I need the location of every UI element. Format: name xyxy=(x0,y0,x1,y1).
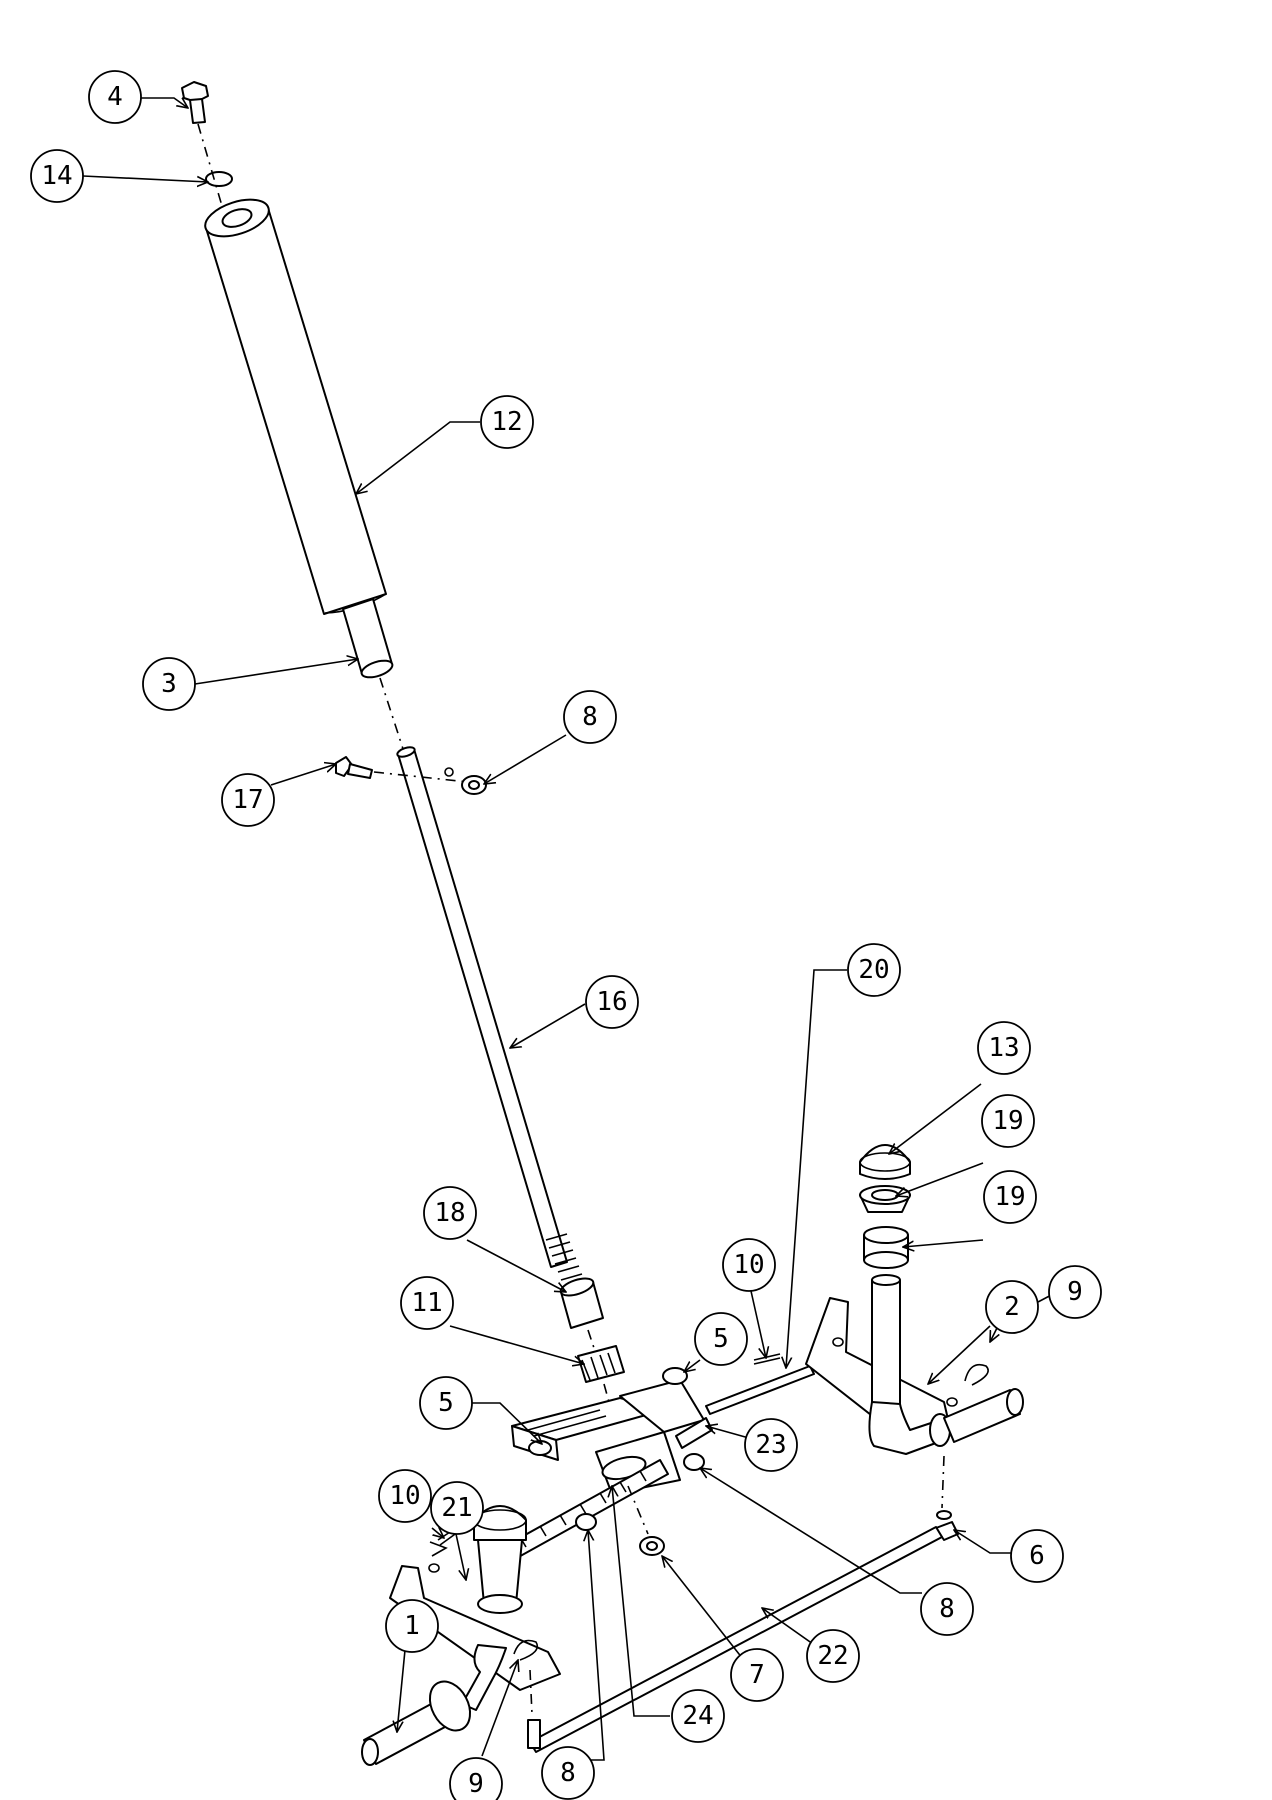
callout-17: 17 xyxy=(221,773,275,827)
bushing-part xyxy=(863,1226,909,1269)
svg-text:12: 12 xyxy=(491,407,522,437)
svg-text:10: 10 xyxy=(733,1250,764,1280)
parts-drawing xyxy=(181,81,1024,1766)
svg-text:8: 8 xyxy=(560,1758,576,1788)
svg-text:13: 13 xyxy=(988,1033,1019,1063)
callout-8: 8 xyxy=(920,1582,974,1636)
callout-5: 5 xyxy=(419,1376,473,1430)
centerline-spindle-right xyxy=(941,1455,945,1509)
svg-text:23: 23 xyxy=(755,1430,786,1460)
dust-cap-part xyxy=(859,1144,911,1180)
svg-text:11: 11 xyxy=(411,1288,442,1318)
bushing-part xyxy=(859,1185,911,1213)
shaft-stub-part xyxy=(342,598,394,679)
svg-text:10: 10 xyxy=(389,1481,420,1511)
callout-12: 12 xyxy=(480,395,534,449)
callout-23: 23 xyxy=(744,1418,798,1472)
callout-11: 11 xyxy=(400,1276,454,1330)
svg-text:19: 19 xyxy=(992,1106,1023,1136)
steering-shaft-part xyxy=(396,746,583,1281)
tie-rod-end-part xyxy=(527,1719,541,1749)
nut-part xyxy=(461,775,487,795)
svg-text:17: 17 xyxy=(232,785,263,815)
callout-8: 8 xyxy=(541,1746,595,1800)
cotter-pin-part xyxy=(753,1353,781,1365)
svg-text:2: 2 xyxy=(1004,1292,1020,1322)
centerline-top xyxy=(197,123,223,207)
callout-14: 14 xyxy=(30,149,84,203)
centerline-spindle-left xyxy=(529,1669,533,1715)
centerline-nut xyxy=(627,1485,649,1535)
centerline-pin xyxy=(373,771,469,783)
svg-text:7: 7 xyxy=(749,1660,765,1690)
callout-4: 4 xyxy=(88,70,142,124)
callout-3: 3 xyxy=(142,657,196,711)
pin-part xyxy=(335,756,373,779)
svg-text:22: 22 xyxy=(817,1641,848,1671)
callout-16: 16 xyxy=(585,975,639,1029)
callout-20: 20 xyxy=(847,943,901,997)
svg-text:5: 5 xyxy=(438,1388,454,1418)
callout-9: 9 xyxy=(449,1757,503,1800)
svg-text:14: 14 xyxy=(41,161,72,191)
svg-text:21: 21 xyxy=(441,1493,472,1523)
svg-text:5: 5 xyxy=(713,1324,729,1354)
callout-10: 10 xyxy=(722,1238,776,1292)
callout-18: 18 xyxy=(423,1186,477,1240)
callout-19: 19 xyxy=(981,1094,1035,1148)
drag-link-part xyxy=(705,1365,815,1415)
svg-text:8: 8 xyxy=(939,1594,955,1624)
svg-text:19: 19 xyxy=(994,1182,1025,1212)
svg-text:16: 16 xyxy=(596,987,627,1017)
steering-bracket-part xyxy=(511,1379,705,1495)
callout-6: 6 xyxy=(1010,1529,1064,1583)
centerline-upper xyxy=(379,677,405,753)
svg-text:1: 1 xyxy=(404,1611,420,1641)
hair-pin-part xyxy=(513,1639,539,1661)
svg-text:9: 9 xyxy=(1067,1277,1083,1307)
svg-text:3: 3 xyxy=(161,669,177,699)
callout-1: 1 xyxy=(385,1599,439,1653)
svg-text:24: 24 xyxy=(682,1701,713,1731)
callout-24: 24 xyxy=(671,1689,725,1743)
svg-text:8: 8 xyxy=(582,702,598,732)
svg-text:6: 6 xyxy=(1029,1541,1045,1571)
callout-21: 21 xyxy=(430,1481,484,1535)
callout-10: 10 xyxy=(378,1469,432,1523)
tie-rod-part xyxy=(529,1526,943,1753)
svg-text:18: 18 xyxy=(434,1198,465,1228)
nut-part xyxy=(683,1453,705,1471)
bolt-part xyxy=(181,81,209,124)
nut-part xyxy=(639,1536,665,1556)
pinion-gear-part xyxy=(577,1345,625,1383)
right-spindle-part xyxy=(805,1274,1024,1455)
nut-part xyxy=(575,1513,597,1531)
callout-8: 8 xyxy=(563,690,617,744)
handle-grip-part xyxy=(204,198,387,615)
hair-pin-part xyxy=(964,1363,989,1386)
bolt-head-part xyxy=(662,1367,688,1385)
callout-5: 5 xyxy=(694,1312,748,1366)
callout-22: 22 xyxy=(806,1629,860,1683)
callout-2: 2 xyxy=(985,1280,1039,1334)
svg-text:9: 9 xyxy=(468,1769,484,1799)
callout-13: 13 xyxy=(977,1021,1031,1075)
svg-text:4: 4 xyxy=(107,82,123,112)
callout-bubbles: 4 14 12 3 8 17 20 16 13 19 19 18 10 2 9 … xyxy=(30,70,1102,1800)
callout-9: 9 xyxy=(1048,1265,1102,1319)
washer-part xyxy=(205,171,233,187)
callout-19: 19 xyxy=(983,1170,1037,1224)
svg-text:20: 20 xyxy=(858,955,889,985)
coupler-part xyxy=(559,1277,604,1329)
callout-7: 7 xyxy=(730,1648,784,1702)
